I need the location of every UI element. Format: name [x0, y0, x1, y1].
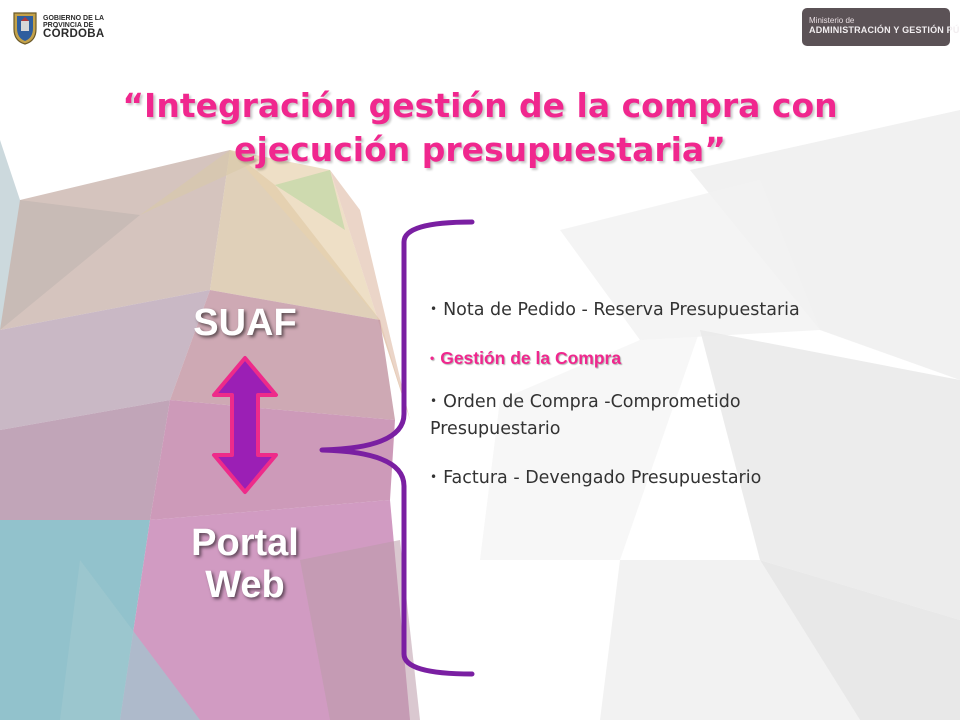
portal-web-label: Portal Web — [160, 522, 330, 606]
list-item: • Nota de Pedido - Reserva Presupuestaria — [430, 296, 850, 324]
gobierno-logo-text: GOBIERNO DE LA PROVINCIA DE CÓRDOBA — [43, 15, 105, 41]
slide-title: “Integración gestión de la compra con ej… — [40, 84, 920, 172]
list-item-text: Nota de Pedido - Reserva Presupuestaria — [443, 300, 800, 320]
list-item: •Orden de Compra -Comprometido Presupues… — [430, 388, 850, 443]
logo-line-1: GOBIERNO DE LA — [43, 15, 105, 23]
shield-icon — [13, 12, 37, 45]
ministerio-logo-line-1: Ministerio de — [809, 16, 855, 26]
ministerio-logo-line-2: ADMINISTRACIÓN Y GESTIÓN PÚBLICA — [809, 25, 960, 36]
suaf-label: SUAF — [193, 302, 297, 344]
portal-web-label-line-1: Portal — [191, 522, 299, 564]
slide-title-line-2: ejecución presupuestaria” — [234, 130, 726, 169]
bullet: • — [430, 351, 435, 365]
bullet: • — [430, 470, 438, 484]
logo-line-2: PROVINCIA DE — [43, 22, 94, 30]
portal-web-label-line-2: Web — [205, 564, 285, 606]
bullet: • — [430, 394, 438, 408]
list-item-text: Gestión de la Compra — [440, 348, 622, 368]
bullet: • — [430, 302, 438, 316]
ministerio-logo: Ministerio de ADMINISTRACIÓN Y GESTIÓN P… — [802, 8, 960, 46]
list-item-text: Factura - Devengado Presupuestario — [443, 468, 762, 488]
double-arrow-vertical-icon — [212, 356, 278, 494]
list-item-highlighted: • Gestión de la Compra — [430, 345, 850, 372]
logo-line-3: CÓRDOBA — [43, 28, 105, 41]
process-list: • Nota de Pedido - Reserva Presupuestaria… — [430, 296, 850, 513]
slide-title-line-1: “Integración gestión de la compra con — [122, 86, 838, 125]
list-item-text: Orden de Compra -Comprometido Presupuest… — [430, 392, 741, 439]
gobierno-cordoba-logo: GOBIERNO DE LA PROVINCIA DE CÓRDOBA — [12, 8, 112, 48]
curly-brace — [319, 219, 475, 677]
list-item: • Factura - Devengado Presupuestario — [430, 464, 850, 492]
